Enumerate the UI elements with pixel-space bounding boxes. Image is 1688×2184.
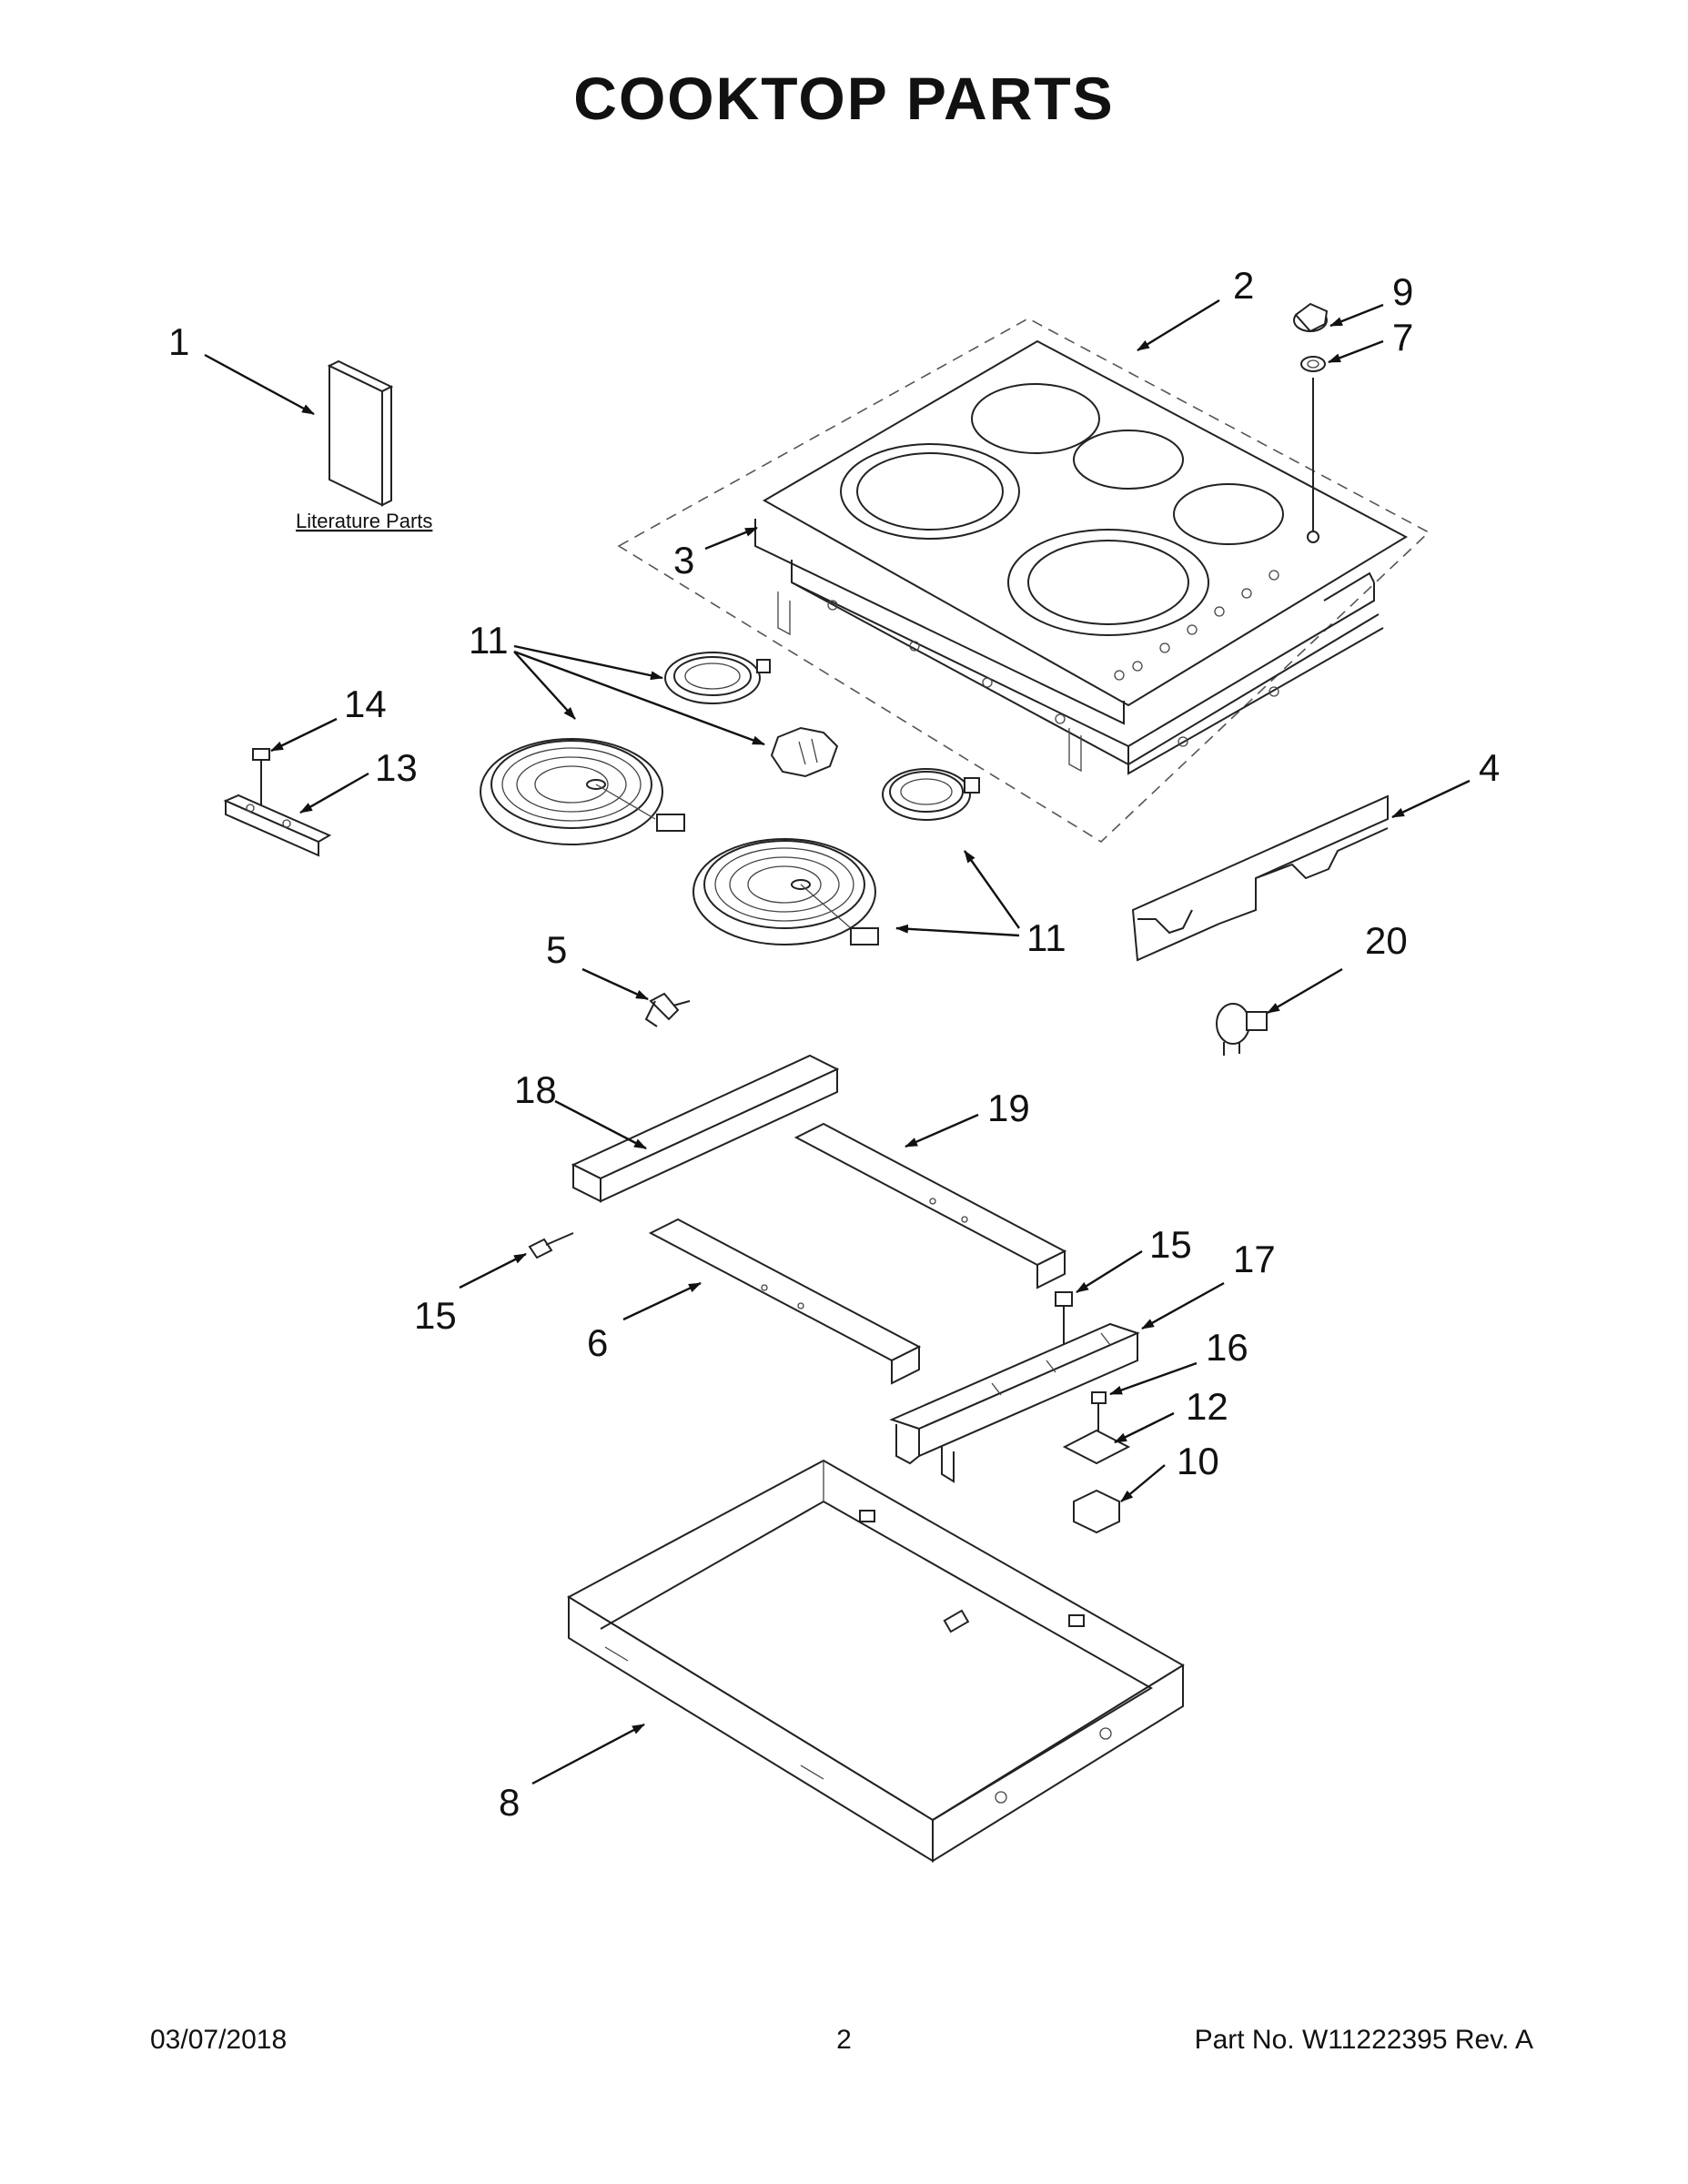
- wire-clip: [644, 992, 691, 1027]
- glass-cooktop: [762, 339, 1409, 707]
- literature-booklet: Literature Parts: [296, 359, 432, 532]
- leader-arrows: [204, 298, 1471, 1785]
- callout-11-top: 11: [469, 619, 509, 662]
- callout-6: 6: [587, 1321, 608, 1364]
- callout-2: 2: [1233, 264, 1254, 307]
- control-bracket: [889, 1322, 1140, 1483]
- wire-shield: [1131, 794, 1389, 962]
- cooktop-assembly-outline: [617, 318, 1430, 844]
- thermal-limiter: [1216, 1003, 1268, 1056]
- callout-3: 3: [673, 539, 694, 581]
- screw-15-left: [528, 1232, 574, 1259]
- cooktop-base-box: [566, 1459, 1185, 1863]
- callout-1: 1: [168, 320, 189, 363]
- callout-13: 13: [375, 746, 418, 789]
- infinite-switch: [1062, 1391, 1131, 1534]
- callout-10: 10: [1177, 1440, 1219, 1482]
- callout-11-bottom: 11: [1026, 916, 1066, 959]
- screw-15-right: [1055, 1291, 1073, 1347]
- cooktop-frame: [754, 519, 1384, 775]
- callout-9: 9: [1392, 270, 1413, 313]
- mounting-bracket: [223, 748, 332, 857]
- literature-parts-label: Literature Parts: [296, 510, 432, 532]
- small-burner-top: [664, 652, 771, 704]
- large-burner-left: [480, 738, 685, 845]
- page-title: COOKTOP PARTS: [573, 65, 1115, 132]
- callout-20: 20: [1365, 919, 1408, 962]
- callout-18: 18: [514, 1068, 557, 1111]
- callout-7: 7: [1392, 316, 1413, 359]
- footer-date: 03/07/2018: [150, 2025, 288, 2055]
- callout-8: 8: [499, 1781, 520, 1824]
- footer-part-number: Part No. W11222395 Rev. A: [1194, 2025, 1533, 2055]
- callout-5: 5: [546, 928, 567, 971]
- medium-burner-right: [882, 768, 980, 821]
- callout-19: 19: [987, 1087, 1030, 1129]
- footer-page-number: 2: [836, 2025, 852, 2055]
- callout-4: 4: [1479, 746, 1500, 789]
- heat-shield-plate: [770, 726, 839, 778]
- callout-12: 12: [1186, 1385, 1228, 1428]
- support-rail-6: [648, 1218, 922, 1385]
- callout-15-left: 15: [414, 1294, 457, 1337]
- callout-15-right: 15: [1149, 1223, 1192, 1266]
- callout-14: 14: [344, 682, 387, 725]
- callout-16: 16: [1206, 1326, 1248, 1369]
- control-knob: [1293, 302, 1329, 543]
- support-rail-18: [571, 1054, 840, 1203]
- large-burner-right: [692, 838, 879, 945]
- callout-17: 17: [1233, 1238, 1276, 1280]
- support-rail-19: [793, 1122, 1067, 1289]
